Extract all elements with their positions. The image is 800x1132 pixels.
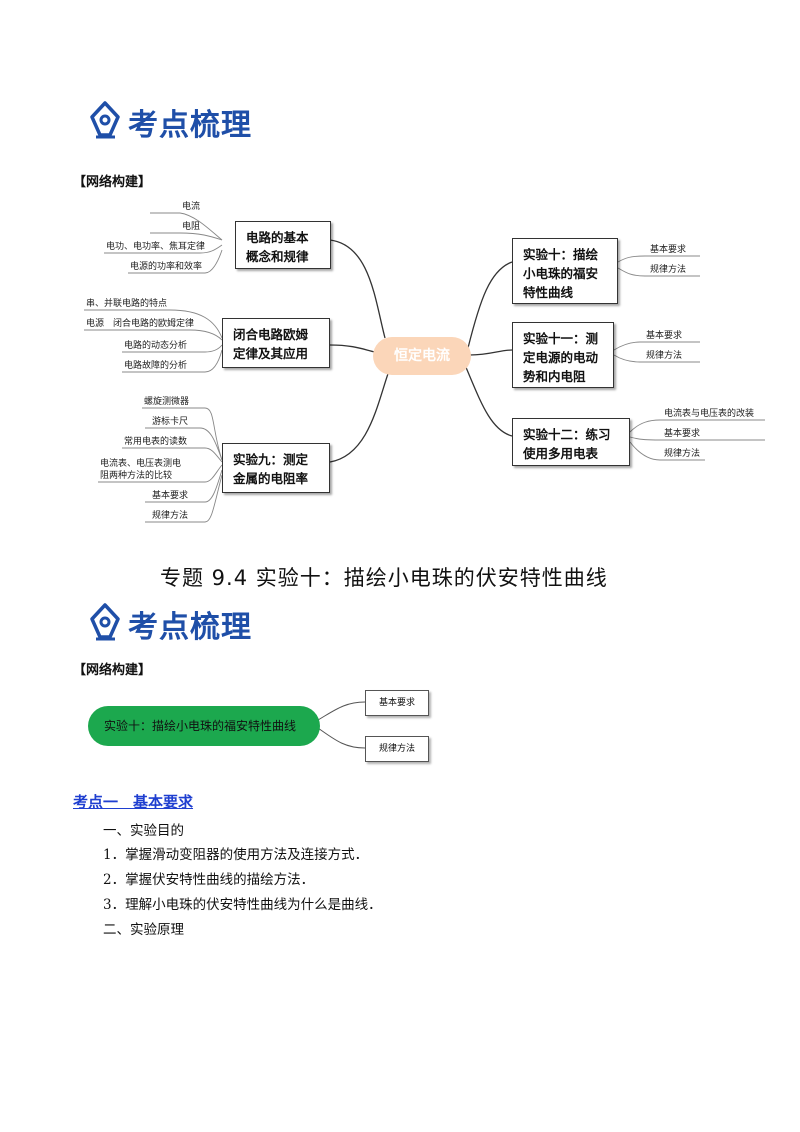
branch-title-line: 概念和规律 (246, 249, 309, 264)
branch-title-line: 小电珠的福安 (523, 266, 599, 281)
pen-nib-icon (88, 100, 122, 144)
pen-nib-icon (88, 602, 122, 646)
branch-title-line: 闭合电路欧姆 (233, 327, 309, 342)
mindmap-leaf: 规律方法 (664, 449, 701, 459)
mindmap-leaf: 电流表与电压表的改装 (664, 409, 755, 419)
mindmap-leaf: 电功、电功率、焦耳定律 (106, 242, 206, 252)
mindmap-leaf: 螺旋测微器 (144, 397, 190, 407)
mindmap-leaf: 电路的动态分析 (124, 341, 188, 351)
mindmap-branch-experiment-9: 实验九：测定 金属的电阻率 (222, 443, 330, 493)
section-heading-2: 考点梳理 (88, 602, 252, 646)
branch-title-line: 实验十一：测 (523, 331, 599, 346)
mindmap-branch-ohm-law: 闭合电路欧姆 定律及其应用 (222, 318, 330, 368)
mindmap-branch-experiment-12: 实验十二：练习 使用多用电表 (512, 418, 630, 466)
mindmap-leaf: 电源的功率和效率 (130, 262, 203, 272)
branch-title-line: 实验十：描绘 (523, 247, 599, 262)
mindmap2-leaf-method: 规律方法 (365, 736, 429, 762)
body-line: 二、实验原理 (103, 922, 184, 938)
branch-title-line: 定电源的电动 (523, 350, 599, 365)
body-line: 1．掌握滑动变阻器的使用方法及连接方式． (103, 847, 369, 863)
mindmap-leaf: 电流 (182, 202, 201, 212)
section-heading-text: 考点梳理 (128, 108, 252, 143)
mindmap-branch-experiment-10: 实验十：描绘 小电珠的福安 特性曲线 (512, 238, 618, 304)
mindmap-leaf: 阻两种方法的比较 (100, 471, 173, 481)
mindmap-leaf: 规律方法 (152, 511, 189, 521)
mindmap-branch-experiment-11: 实验十一：测 定电源的电动 势和内电阻 (512, 322, 614, 388)
network-label: 【网络构建】 (73, 175, 152, 190)
mindmap2-connectors (317, 701, 366, 749)
branch-title-line: 特性曲线 (523, 285, 574, 300)
network-label: 【网络构建】 (73, 663, 152, 678)
mindmap-leaf: 规律方法 (650, 265, 687, 275)
mindmap-connectors (84, 212, 765, 523)
mindmap-leaf: 电阻 (182, 222, 201, 232)
branch-title-line: 金属的电阻率 (233, 471, 309, 486)
branch-title-line: 实验十二：练习 (523, 427, 611, 442)
body-line: 2．掌握伏安特性曲线的描绘方法． (103, 872, 315, 888)
mindmap-leaf: 游标卡尺 (152, 417, 189, 427)
mindmap-leaf: 基本要求 (650, 245, 687, 255)
branch-title-line: 电路的基本 (246, 230, 309, 245)
mindmap-leaf: 串、并联电路的特点 (86, 299, 168, 309)
mindmap-leaf: 电源 闭合电路的欧姆定律 (86, 319, 195, 329)
mindmap-leaf: 基本要求 (152, 491, 189, 501)
branch-title-line: 实验九：测定 (233, 452, 309, 467)
mindmap-leaf: 电路故障的分析 (124, 361, 188, 371)
mindmap-leaf: 电流表、电压表测电 (100, 459, 182, 469)
branch-title-line: 定律及其应用 (233, 346, 309, 361)
mindmap2-leaf-basic: 基本要求 (365, 690, 429, 716)
branch-title-line: 使用多用电表 (523, 446, 599, 461)
mindmap-leaf: 常用电表的读数 (124, 437, 188, 447)
body-line: 一、实验目的 (103, 823, 184, 839)
section-heading-1: 考点梳理 (88, 100, 252, 144)
mindmap-leaf: 基本要求 (664, 429, 701, 439)
mindmap-branch-basic-concepts: 电路的基本 概念和规律 (235, 221, 331, 269)
kaodian-link[interactable]: 考点一 基本要求 (73, 793, 194, 811)
mindmap-center-node: 恒定电流 (373, 337, 471, 375)
body-line: 3．理解小电珠的伏安特性曲线为什么是曲线． (103, 897, 382, 913)
mindmap-leaf: 基本要求 (646, 331, 683, 341)
section-heading-text: 考点梳理 (128, 610, 252, 645)
branch-title-line: 势和内电阻 (523, 369, 586, 384)
topic-title: 专题 9.4 实验十：描绘小电珠的伏安特性曲线 (160, 566, 608, 590)
mindmap-leaf: 规律方法 (646, 351, 683, 361)
mindmap2-center-node: 实验十：描绘小电珠的福安特性曲线 (88, 706, 320, 746)
